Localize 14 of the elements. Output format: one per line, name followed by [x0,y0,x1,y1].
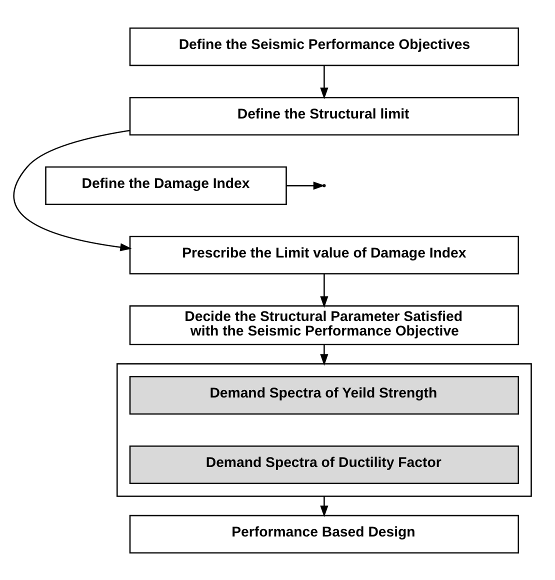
arrow [320,496,328,517]
node-box: Demand Spectra of Yeild Strength [129,376,520,414]
cluster [116,362,532,496]
node-box: Define the Structural limit [129,96,520,136]
node-box: Decide the Structural Parameter Satisfied with the Seismic Performance Objective [129,304,520,345]
arrow [320,344,328,366]
arrow [13,129,132,251]
node-box: Prescribe the Limit value of Damage Index [129,235,520,274]
arrow [320,65,328,99]
node-box: Demand Spectra of Ductility Factor [129,444,520,484]
node-box: Performance Based Design [129,514,520,553]
node-box: Define the Damage Index [45,166,287,204]
node-box: Define the Seismic Performance Objectives [129,27,520,66]
arrow [320,273,328,308]
